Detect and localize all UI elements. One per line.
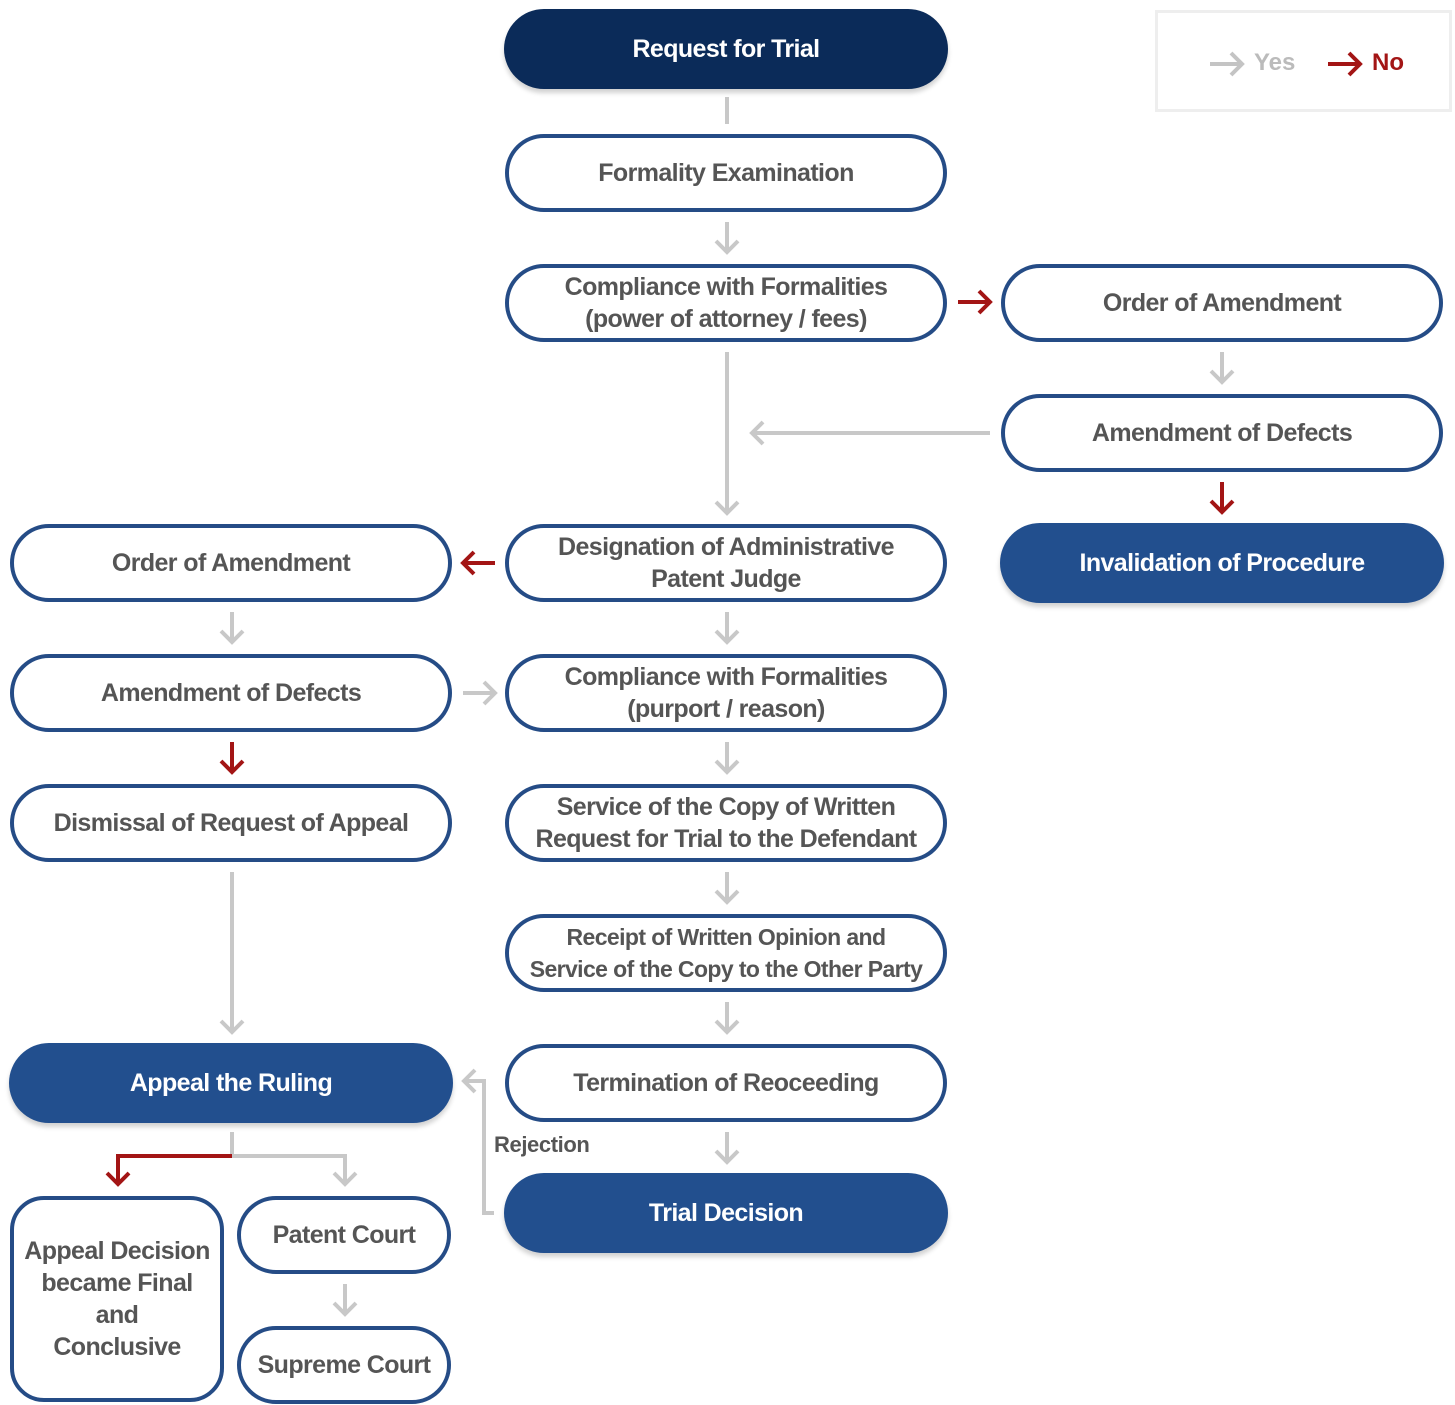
node-invalidation-of-procedure: Invalidation of Procedure (1000, 523, 1444, 603)
node-label: Termination of Reoceeding (573, 1069, 879, 1097)
node-label: Formality Examination (598, 159, 854, 187)
node-label: Compliance with Formalities (purport / r… (564, 663, 888, 723)
node-amendment-of-defects-left: Amendment of Defects (10, 654, 452, 732)
node-appeal-decision-final: Appeal Decision became Final and Conclus… (10, 1196, 224, 1402)
legend-no-label: No (1372, 49, 1404, 76)
node-formality-examination: Formality Examination (505, 134, 947, 212)
node-label: Supreme Court (257, 1351, 431, 1379)
node-label: Service of the Copy of Written Request f… (535, 793, 917, 853)
node-appeal-the-ruling: Appeal the Ruling (9, 1043, 453, 1123)
node-trial-decision: Trial Decision (504, 1173, 948, 1253)
node-compliance-formalities-2: Compliance with Formalities (purport / r… (505, 654, 947, 732)
node-amendment-of-defects-right: Amendment of Defects (1001, 394, 1443, 472)
yes-arrow-icon (1210, 51, 1245, 77)
node-receipt-of-opinion: Receipt of Written Opinion and Service o… (505, 914, 947, 992)
node-label: Amendment of Defects (1091, 419, 1353, 447)
node-order-of-amendment-left: Order of Amendment (10, 524, 452, 602)
node-label: Dismissal of Request of Appeal (53, 809, 409, 837)
edge-label-rejection: Rejection (494, 1132, 590, 1157)
node-request-for-trial: Request for Trial (504, 9, 948, 89)
node-supreme-court: Supreme Court (237, 1326, 451, 1404)
node-label: Request for Trial (632, 35, 820, 63)
node-label: Designation of Administrative Patent Jud… (558, 533, 894, 593)
node-compliance-formalities-1: Compliance with Formalities (power of at… (505, 264, 947, 342)
node-label: Receipt of Written Opinion and Service o… (529, 924, 923, 982)
node-label: Order of Amendment (111, 549, 351, 577)
legend-yes-label: Yes (1254, 49, 1296, 76)
node-label: Appeal Decision became Final and Conclus… (24, 1237, 210, 1361)
legend: Yes No (1155, 10, 1452, 112)
node-service-of-copy: Service of the Copy of Written Request f… (505, 784, 947, 862)
node-label: Amendment of Defects (100, 679, 362, 707)
node-designation-of-judge: Designation of Administrative Patent Jud… (505, 524, 947, 602)
node-label: Appeal the Ruling (129, 1069, 333, 1097)
node-label: Invalidation of Procedure (1079, 549, 1365, 577)
no-arrow-icon (1328, 51, 1363, 77)
node-order-of-amendment-right: Order of Amendment (1001, 264, 1443, 342)
node-label: Compliance with Formalities (power of at… (564, 273, 888, 333)
node-patent-court: Patent Court (237, 1196, 451, 1274)
no-arrow (116, 1154, 232, 1184)
node-label: Trial Decision (648, 1199, 804, 1227)
yes-arrow (232, 1154, 347, 1184)
node-label: Order of Amendment (1102, 289, 1342, 317)
node-label: Patent Court (272, 1221, 416, 1249)
rejection-arrow (464, 1079, 494, 1215)
node-termination: Termination of Reoceeding (505, 1044, 947, 1122)
node-dismissal-of-request: Dismissal of Request of Appeal (10, 784, 452, 862)
